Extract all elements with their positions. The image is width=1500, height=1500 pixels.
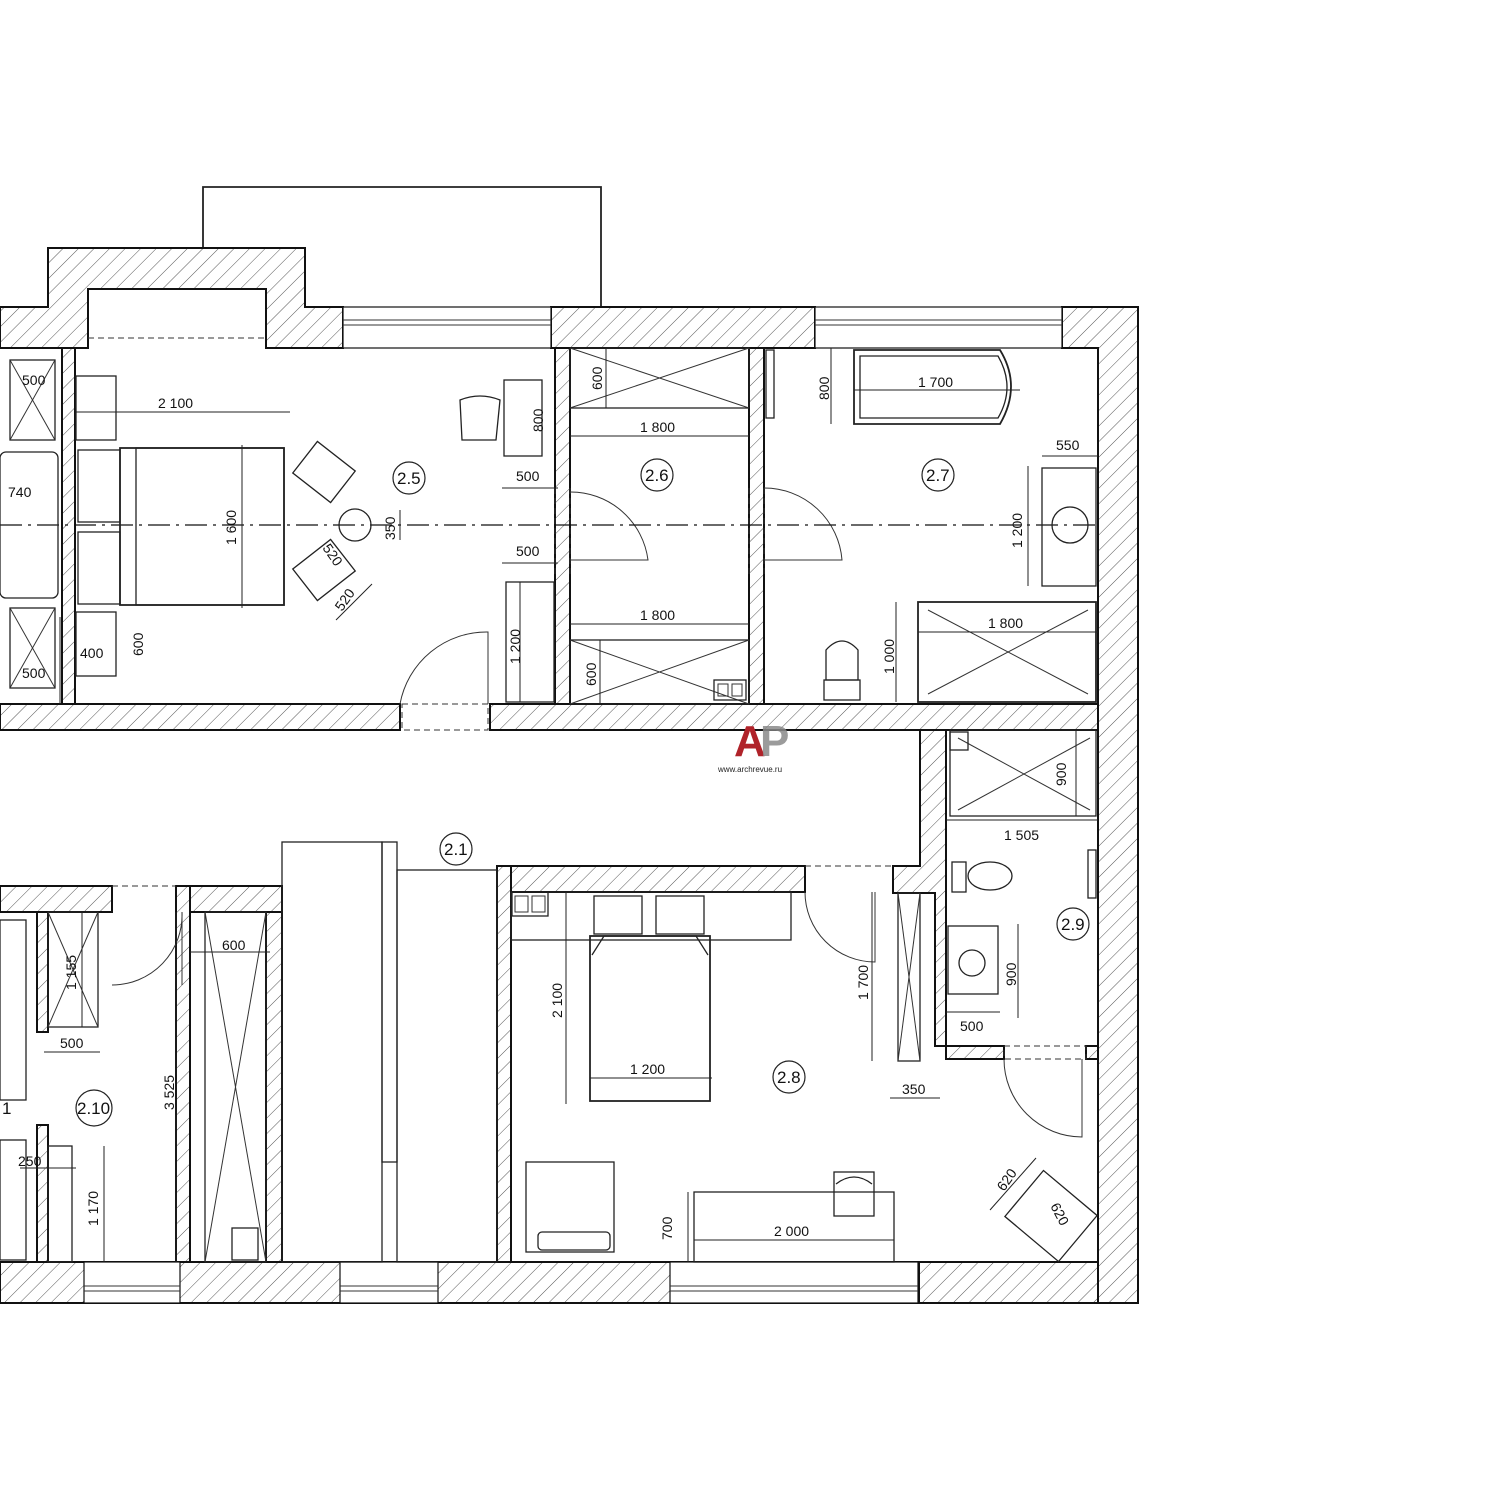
dim-700: 700	[659, 1216, 675, 1240]
dim-1700-b: 1 700	[855, 965, 871, 1000]
room-label-cut: 1	[2, 1099, 11, 1118]
dim-1505: 1 505	[1004, 827, 1039, 843]
dim-600-b: 600	[589, 366, 605, 390]
dim-1200-a: 1 200	[507, 629, 523, 664]
wall-2-10-top-b	[189, 885, 283, 913]
wall-2-10-left-b	[36, 1124, 49, 1263]
dim-250: 250	[18, 1153, 42, 1169]
wall-2-9-bottom-b	[1085, 1045, 1099, 1060]
dimension-lines	[20, 348, 1098, 1262]
room-label-2-5: 2.5	[397, 469, 421, 488]
dim-500-c: 500	[516, 468, 540, 484]
dim-2000: 2 000	[774, 1223, 809, 1239]
dim-2100-b: 2 100	[549, 983, 565, 1018]
wall-2-6-2-7	[748, 347, 765, 705]
dim-1170: 1 170	[85, 1191, 101, 1226]
dim-1600: 1 600	[223, 510, 239, 545]
balcony-outline	[202, 186, 602, 306]
dim-350-b: 350	[902, 1081, 926, 1097]
dim-620-a: 620	[993, 1165, 1020, 1193]
dim-550: 550	[1056, 437, 1080, 453]
dim-1155: 1 155	[63, 955, 79, 990]
dim-500-f: 500	[60, 1035, 84, 1051]
dim-900-b: 900	[1003, 962, 1019, 986]
dim-500-a: 500	[22, 372, 46, 388]
dim-800-a: 800	[530, 408, 546, 432]
wall-2-10-left	[36, 911, 49, 1033]
room-label-2-8: 2.8	[777, 1068, 801, 1087]
dim-1800-a: 1 800	[640, 419, 675, 435]
room-tags: 2.5 2.6 2.7 2.1 2.8 2.9 2.10 1	[2, 458, 1090, 1127]
wall-top-mid	[550, 306, 816, 349]
logo-letter-p: P	[760, 717, 789, 766]
room-label-2-6: 2.6	[645, 466, 669, 485]
dim-500-e: 500	[960, 1018, 984, 1034]
dim-600-c: 600	[583, 662, 599, 686]
room-2-6-furniture	[569, 347, 750, 705]
archrevue-watermark: A P www.archrevue.ru	[717, 717, 789, 774]
dim-1800-c: 1 800	[988, 615, 1023, 631]
room-2-9-fixtures	[947, 729, 1097, 995]
dim-800-b: 800	[816, 376, 832, 400]
dim-620-b: 620	[1047, 1200, 1072, 1228]
dim-1700-a: 1 700	[918, 374, 953, 390]
dim-350-a: 350	[382, 516, 398, 540]
logo-letter-a: A	[734, 717, 766, 766]
wall-2-8-left	[496, 865, 512, 1263]
wall-corridor-upper	[0, 703, 401, 731]
wall-2-10-right	[175, 885, 191, 1263]
wall-top-left	[0, 247, 344, 349]
room-2-7-fixtures	[765, 349, 1097, 703]
wall-left-strip	[61, 347, 76, 705]
logo-site-url: www.archrevue.ru	[717, 765, 782, 774]
dimension-labels: 500 740 500 400 600 2 100 1 600 350 520 …	[8, 366, 1080, 1240]
wall-2-5-2-6	[554, 347, 571, 705]
dim-2100-a: 2 100	[158, 395, 193, 411]
stairs	[281, 841, 498, 1263]
room-label-2-1: 2.1	[444, 840, 468, 859]
wall-2-8-top	[496, 865, 806, 893]
walls	[0, 247, 1139, 1304]
dim-1000: 1 000	[881, 639, 897, 674]
dim-3525: 3 525	[161, 1075, 177, 1110]
dim-520-b: 520	[331, 585, 358, 613]
openings	[88, 337, 893, 887]
room-label-2-10: 2.10	[77, 1099, 110, 1118]
dim-1800-b: 1 800	[640, 607, 675, 623]
dim-600-a: 600	[130, 632, 146, 656]
wall-corridor-upper-b	[489, 703, 1099, 731]
dim-500-b: 500	[22, 665, 46, 681]
dim-600-d: 600	[222, 937, 246, 953]
doors	[111, 487, 1087, 1138]
room-2-8-furniture	[510, 891, 1099, 1263]
room-label-2-9: 2.9	[1061, 915, 1085, 934]
dim-740: 740	[8, 484, 32, 500]
room-label-2-7: 2.7	[926, 466, 950, 485]
room-2-10-furniture	[0, 911, 267, 1263]
wall-stair-left	[265, 885, 283, 1263]
wall-2-9-bottom	[945, 1045, 1005, 1060]
windows	[83, 306, 1063, 1304]
wall-2-10-top	[0, 885, 113, 913]
dim-1200-b: 1 200	[1009, 513, 1025, 548]
room-2-5-furniture	[0, 359, 555, 703]
dim-400: 400	[80, 645, 104, 661]
wall-2-9-left	[892, 729, 947, 1047]
dim-500-d: 500	[516, 543, 540, 559]
dim-1200-c: 1 200	[630, 1061, 665, 1077]
dim-900-a: 900	[1053, 762, 1069, 786]
